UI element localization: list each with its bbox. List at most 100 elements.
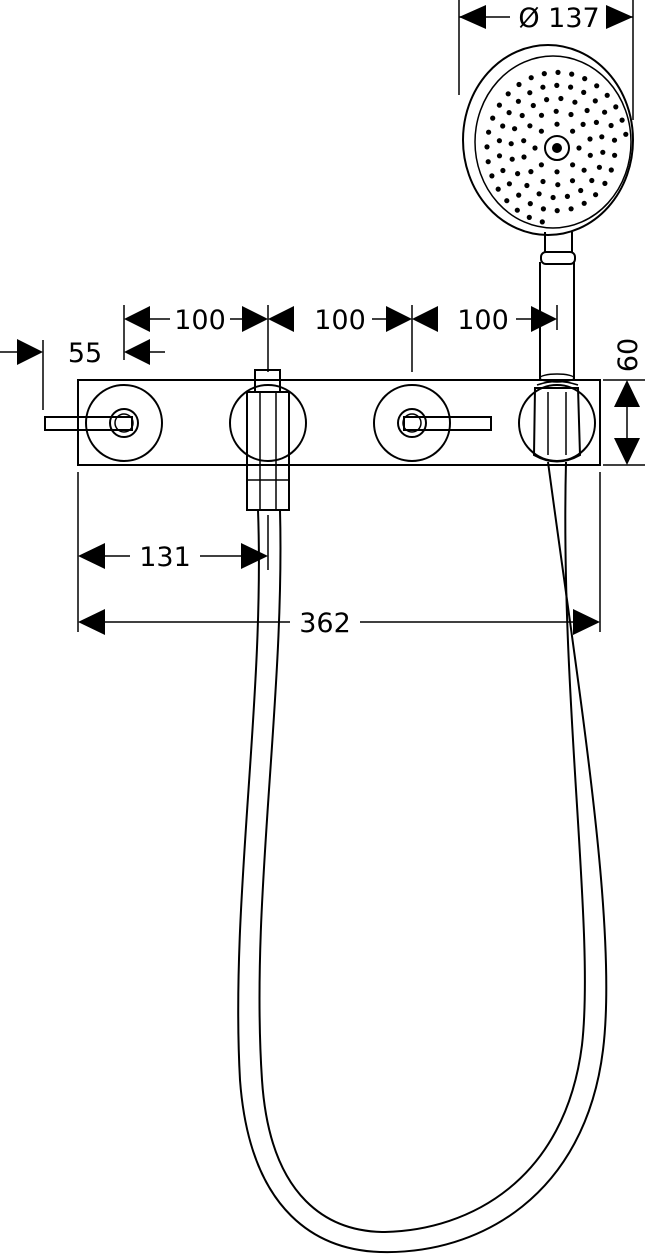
spray-nozzles (484, 69, 629, 225)
spray-nozzle (540, 178, 546, 185)
spray-nozzle (587, 136, 593, 142)
height-label: 60 (613, 338, 644, 372)
spray-nozzle (604, 92, 610, 98)
spray-nozzle (496, 102, 502, 108)
spray-nozzle (554, 82, 560, 88)
spray-nozzle (550, 194, 556, 201)
spray-nozzle (526, 214, 532, 220)
spray-nozzle (602, 109, 608, 115)
spray-nozzle (524, 182, 530, 189)
spray-nozzle (530, 102, 536, 109)
spray-nozzle (485, 159, 491, 165)
spray-nozzle (516, 81, 522, 88)
spray-nozzle (538, 128, 545, 134)
spray-nozzle (508, 141, 514, 147)
spray-nozzle (495, 186, 501, 192)
spray-nozzle (505, 91, 511, 97)
spray-nozzle (623, 131, 629, 137)
spray-nozzle (528, 75, 534, 81)
wall-plate (77, 379, 601, 466)
spray-nozzle (564, 193, 571, 199)
spray-nozzle (581, 89, 587, 95)
spray-nozzle (619, 117, 625, 123)
left-valve (44, 384, 163, 462)
spray-nozzle (506, 110, 512, 116)
spray-nozzle (516, 192, 522, 198)
spray-nozzle (486, 129, 492, 135)
spray-nozzle (506, 181, 512, 187)
spray-nozzle (541, 71, 547, 77)
spray-nozzle (581, 200, 587, 206)
spray-nozzle (613, 104, 619, 110)
hand-shower (462, 44, 634, 383)
spray-nozzle (568, 206, 574, 212)
spray-nozzle (553, 108, 559, 114)
spray-nozzle (594, 83, 600, 89)
spray-nozzle (489, 173, 495, 179)
spacing-label-1: 100 (174, 305, 226, 336)
spray-nozzle (612, 152, 618, 158)
spray-nozzle (608, 167, 614, 173)
spray-nozzle (527, 201, 533, 207)
spray-nozzle (578, 187, 584, 194)
spray-nozzle (504, 198, 510, 204)
spray-nozzle (555, 182, 561, 188)
spacing-label-3: 100 (457, 305, 509, 336)
spray-nozzle (514, 207, 520, 213)
spray-nozzle (544, 97, 550, 103)
spray-nozzle (581, 167, 587, 173)
spray-nozzle (540, 206, 547, 212)
spray-nozzle (584, 107, 590, 114)
spray-nozzle (554, 208, 560, 214)
spray-nozzle (587, 152, 593, 158)
spray-nozzle (511, 126, 518, 132)
spray-nozzle (521, 138, 527, 144)
spray-nozzle (596, 164, 603, 170)
spray-nozzle (593, 192, 599, 198)
spray-nozzle (568, 84, 574, 90)
spray-nozzle (536, 191, 542, 197)
spray-nozzle (540, 84, 546, 90)
spray-nozzle (589, 177, 595, 184)
spray-nozzle (554, 169, 560, 175)
spray-nozzle (527, 123, 533, 129)
spray-nozzle (519, 112, 525, 119)
spray-nozzle (496, 138, 502, 144)
spray-nozzle (500, 167, 506, 174)
overall-width-label: 362 (299, 608, 351, 639)
spray-nozzle (608, 122, 614, 129)
spray-nozzle (593, 119, 600, 125)
spray-nozzle (570, 162, 576, 168)
right-valve (373, 384, 492, 462)
spray-nozzle (490, 115, 496, 121)
spacing-label-2: 100 (314, 305, 366, 336)
spray-nozzle (521, 154, 527, 160)
spray-nozzle (515, 98, 522, 104)
spray-nozzle (484, 144, 490, 150)
spray-nozzle (569, 178, 576, 184)
spray-nozzle (611, 137, 618, 143)
spray-nozzle (576, 145, 582, 151)
shower-holder (518, 380, 596, 463)
spray-nozzle (509, 156, 515, 162)
spray-nozzle (554, 121, 560, 127)
spray-nozzle (500, 123, 506, 129)
spray-nozzle (570, 128, 576, 134)
spray-nozzle (600, 149, 606, 155)
spray-nozzle (568, 111, 574, 118)
spray-nozzle (580, 121, 586, 127)
spray-nozzle (599, 134, 605, 140)
spray-nozzle (558, 95, 564, 102)
shower-hose (237, 461, 608, 1254)
spray-nozzle (572, 99, 578, 105)
spray-nozzle (582, 76, 588, 82)
dimension-lines (0, 0, 645, 635)
spray-nozzle (569, 71, 575, 77)
diameter-label: Ø 137 (518, 3, 599, 34)
spray-nozzle (532, 145, 538, 151)
spray-nozzle (528, 169, 534, 175)
spray-nozzle (515, 171, 521, 177)
diverter-outlet (229, 369, 307, 511)
spray-nozzle (539, 219, 545, 225)
